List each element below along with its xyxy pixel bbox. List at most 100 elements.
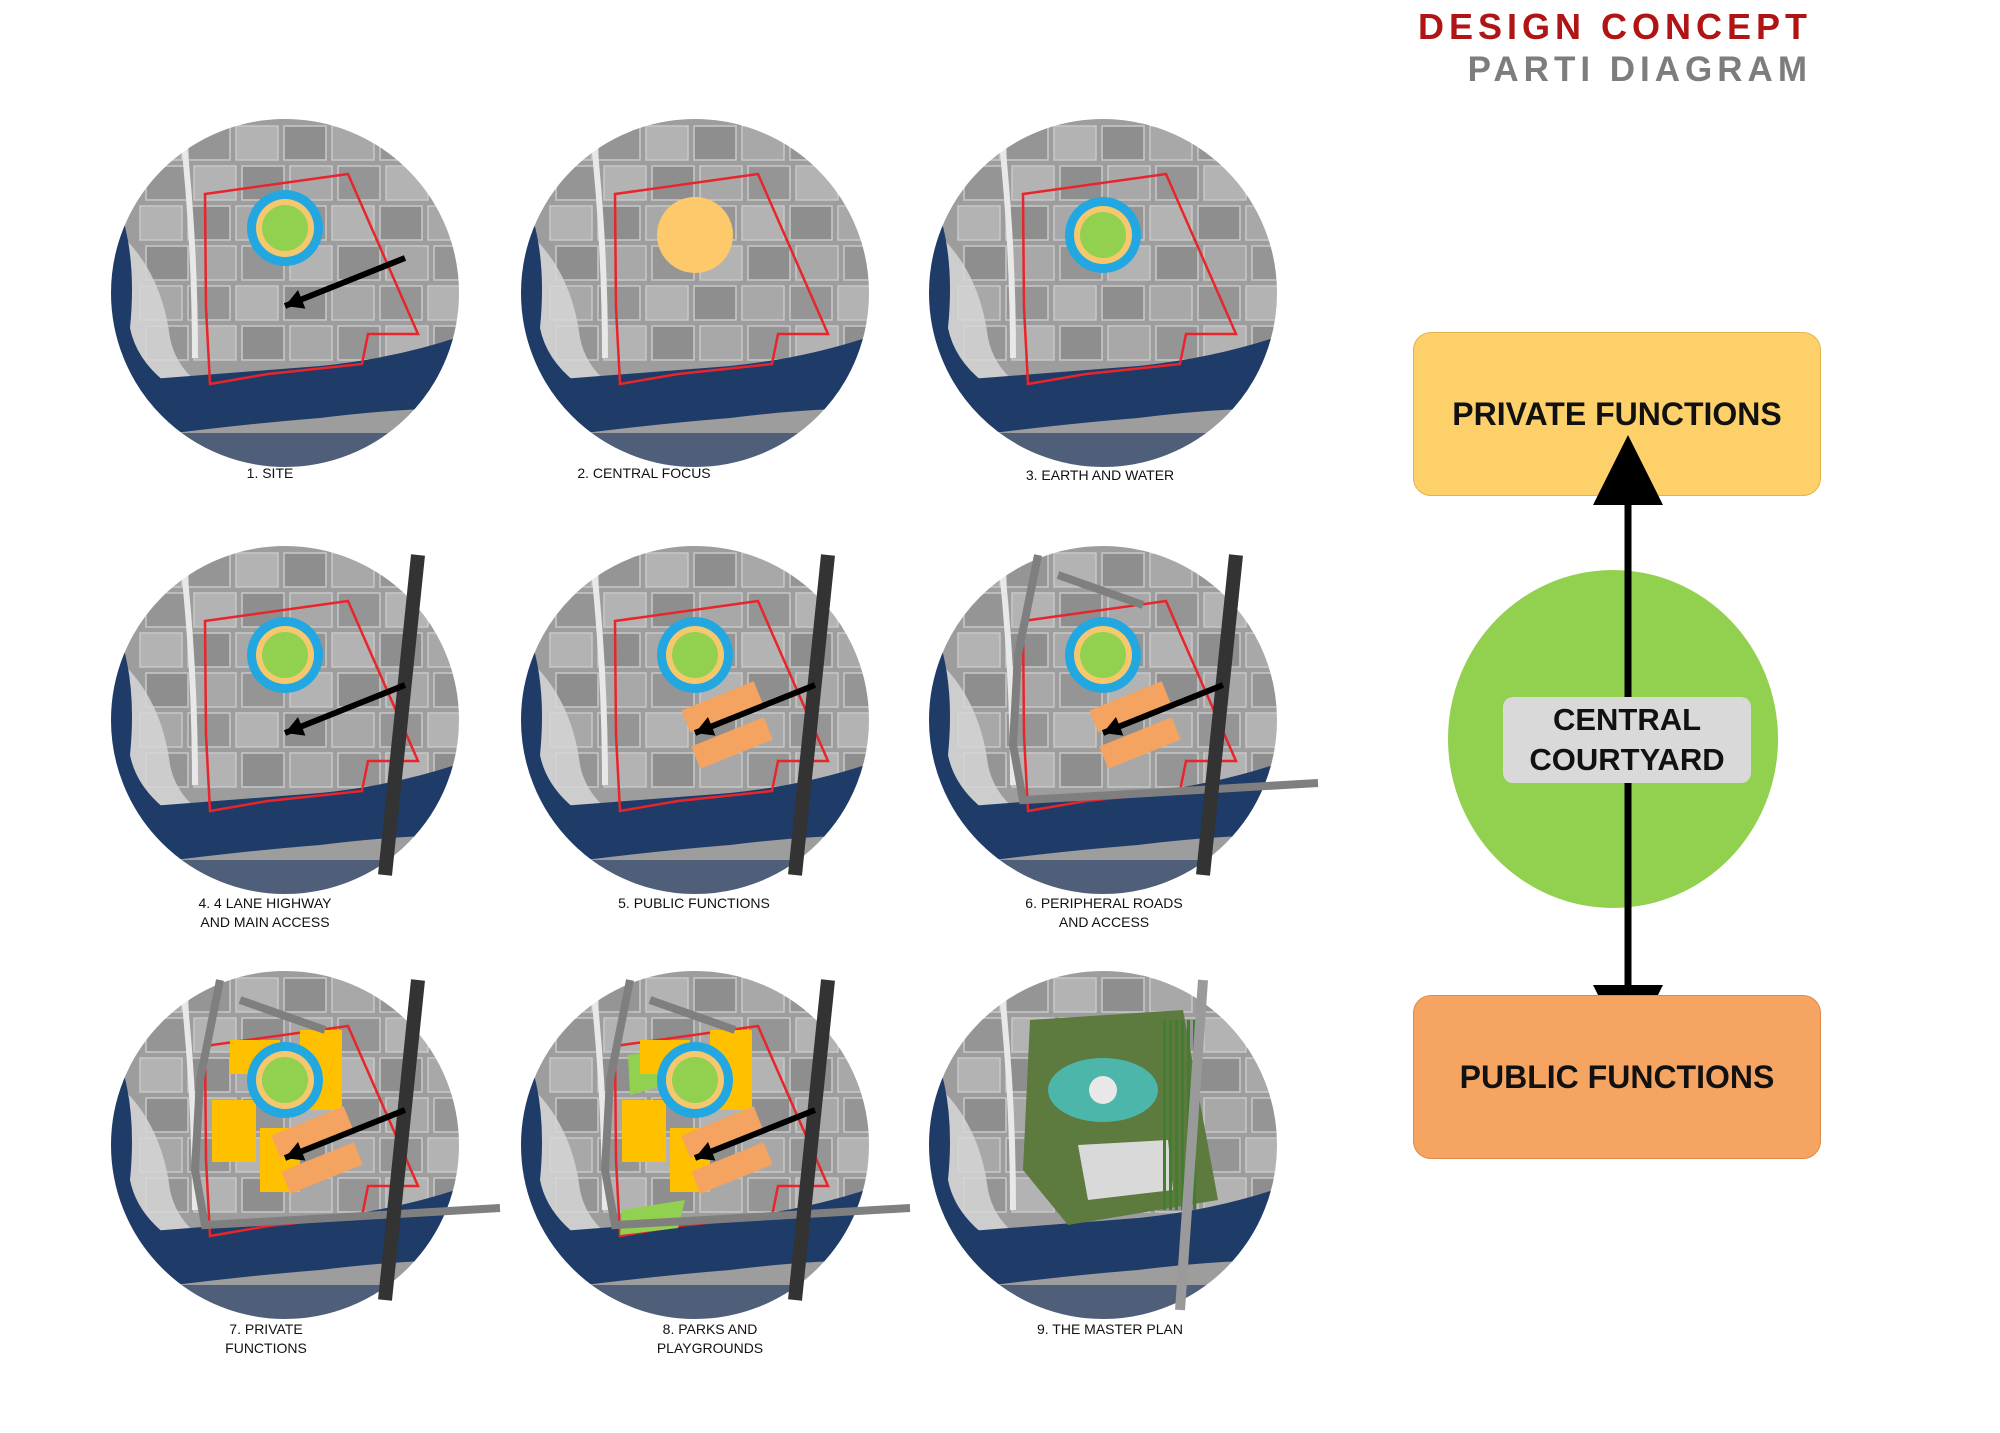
highway (1175, 979, 1208, 1311)
highway (788, 554, 835, 876)
panel-outline (519, 117, 871, 469)
step-caption-3: 3. EARTH AND WATER (1025, 467, 1175, 483)
highway (1196, 554, 1243, 876)
panel-outline (927, 544, 1279, 896)
step-caption-8: 8. PARKS AND PLAYGROUNDS (656, 1321, 764, 1356)
main-access-arrowhead (1103, 717, 1124, 736)
lagoon (928, 333, 1278, 443)
peripheral-road (600, 979, 911, 1230)
green-core (262, 1057, 308, 1103)
lagoon (110, 760, 460, 870)
main-access-arrowhead (285, 290, 306, 309)
step-caption-7: 7. PRIVATE FUNCTIONS (225, 1321, 307, 1356)
green-core (262, 205, 308, 251)
site-boundary (613, 172, 830, 386)
masterplan-core (1089, 1076, 1117, 1104)
sea-west (928, 168, 1028, 428)
central-focus-circle (657, 197, 733, 273)
page-subtitle: PARTI DIAGRAM (1467, 50, 1812, 89)
step-caption-4: 4. 4 LANE HIGHWAY AND MAIN ACCESS (198, 895, 332, 930)
step-caption-5: 5. PUBLIC FUNCTIONS (618, 895, 770, 911)
step-diagram-svg (927, 544, 1319, 896)
main-access-arrow (693, 1107, 817, 1161)
site-boundary (613, 599, 830, 813)
step-caption-9: 9. THE MASTER PLAN (1036, 1321, 1183, 1337)
central-courtyard-label: CENTRAL COURTYARD (1503, 697, 1751, 783)
site-boundary (203, 599, 420, 813)
aerial-basemap (928, 118, 1278, 468)
public-block (271, 1106, 353, 1158)
tree-row (1163, 1020, 1166, 1210)
step-diagram-svg (519, 969, 911, 1321)
step-panel-4 (100, 535, 470, 905)
public-block (1089, 681, 1171, 733)
main-access-arrowhead (285, 1142, 306, 1161)
public-functions-box: PUBLIC FUNCTIONS (1413, 995, 1821, 1159)
step-diagram-svg (927, 117, 1279, 469)
panel-outline (519, 544, 871, 896)
step-panel-7 (100, 960, 501, 1330)
public-block (281, 1142, 363, 1194)
sea-west (928, 1020, 1028, 1280)
main-access-arrow (693, 682, 817, 736)
aerial-basemap (110, 118, 460, 468)
peripheral-road (238, 996, 327, 1034)
green-core (672, 632, 718, 678)
step-diagram-svg (109, 544, 461, 896)
tree-row (1181, 1020, 1184, 1210)
tree-row (1169, 1020, 1172, 1210)
step-panel-6 (918, 535, 1319, 905)
sea-west (110, 595, 210, 855)
green-core (1080, 212, 1126, 258)
step-panel-1 (100, 108, 470, 478)
peripheral-road (1008, 554, 1319, 805)
step-diagram-svg (519, 117, 871, 469)
green-core (262, 632, 308, 678)
step-panel-5 (510, 535, 880, 905)
step-diagram-svg (927, 969, 1279, 1321)
field-grid (139, 125, 460, 361)
site-boundary (1021, 172, 1238, 386)
panel-outline (109, 544, 461, 896)
aerial-basemap (520, 118, 870, 468)
lagoon (110, 333, 460, 443)
tree-row (1187, 1020, 1190, 1210)
highway (788, 979, 835, 1301)
sea-west (520, 595, 620, 855)
private-block (212, 1100, 256, 1162)
sea-west (110, 1020, 210, 1280)
highway (378, 979, 425, 1301)
step-panel-2 (510, 108, 880, 478)
step-diagram-svg (109, 117, 461, 469)
peripheral-road (1056, 571, 1145, 609)
panel-outline (109, 969, 461, 1321)
sea-west (520, 1020, 620, 1280)
panel-outline (519, 969, 871, 1321)
private-functions-box: PRIVATE FUNCTIONS (1413, 332, 1821, 496)
private-block (622, 1100, 666, 1162)
sea-west (928, 595, 1028, 855)
highway (378, 554, 425, 876)
lagoon (520, 333, 870, 443)
step-caption-6: 6. PERIPHERAL ROADS AND ACCESS (1025, 895, 1183, 930)
public-block (681, 681, 763, 733)
panel-outline (927, 117, 1279, 469)
sea-west (520, 168, 620, 428)
public-block (1099, 717, 1181, 769)
step-caption-2: 2. CENTRAL FOCUS (577, 465, 711, 481)
main-access-arrowhead (285, 717, 306, 736)
site-boundary (203, 172, 420, 386)
step-diagram-svg (519, 544, 871, 896)
main-access-arrow (283, 682, 407, 736)
panel-outline (927, 969, 1279, 1321)
green-core (672, 1057, 718, 1103)
panel-outline (109, 117, 461, 469)
step-caption-1: 1. SITE (246, 465, 294, 481)
lagoon (520, 760, 870, 870)
masterplan-buildings (1078, 1140, 1173, 1200)
step-diagram-svg (109, 969, 501, 1321)
main-access-arrow (283, 1107, 407, 1161)
step-panel-8 (510, 960, 911, 1330)
peripheral-road (190, 979, 501, 1230)
